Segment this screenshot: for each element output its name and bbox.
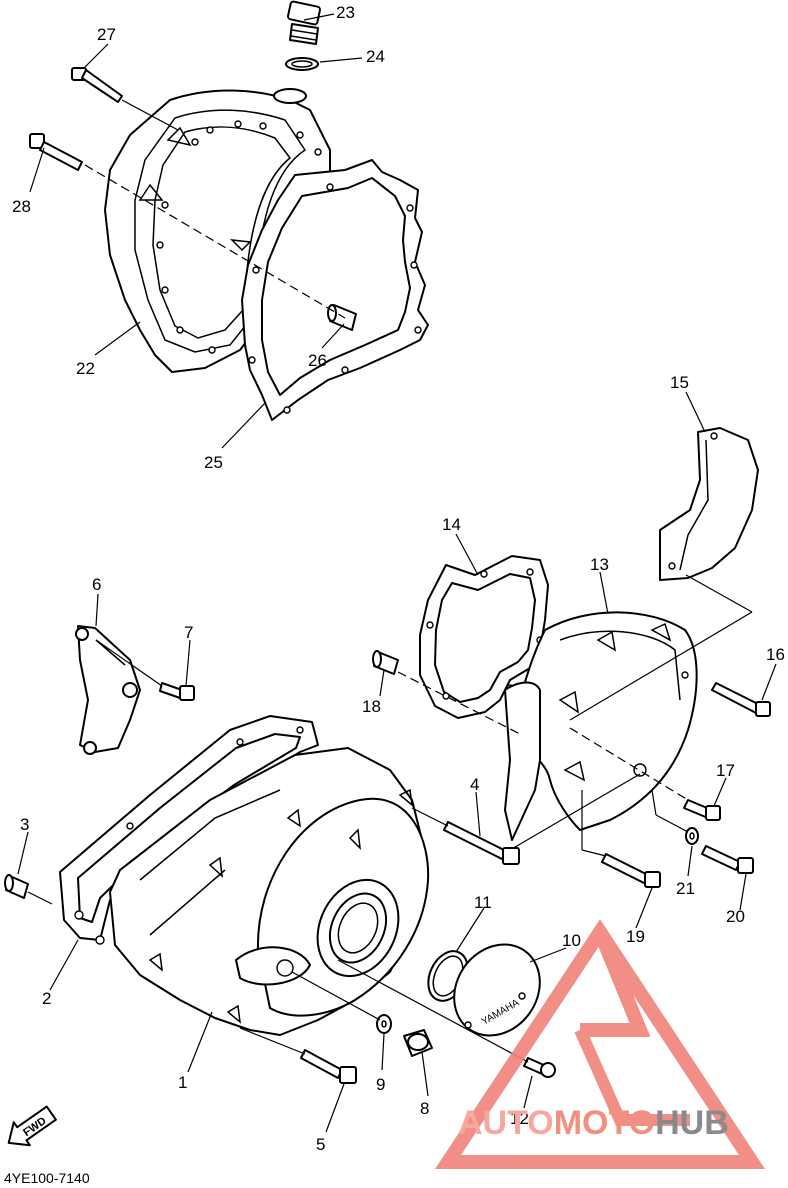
label-11: 11 [474,893,492,912]
cover-13 [504,611,698,841]
plug-3 [4,874,29,899]
bolt-17 [683,799,721,821]
fwd-arrow: FWD [7,1105,57,1147]
watermark-moto: MOTO [553,1104,656,1142]
label-25: 25 [204,453,223,472]
label-17: 17 [716,761,735,780]
label-26: 26 [308,351,327,370]
label-18: 18 [362,697,381,716]
label-7: 7 [184,623,193,642]
label-28: 28 [12,197,31,216]
gasket-14 [419,555,549,719]
screw-12 [523,1057,556,1078]
housing-gasket-25 [241,159,429,421]
cover-cap-10: YAMAHA [453,943,541,1037]
label-22: 22 [76,359,95,378]
bolt-27 [71,67,123,103]
bolt-28 [29,133,83,171]
oil-filler-plug-23 [287,0,321,45]
label-24: 24 [366,47,385,66]
label-20: 20 [726,907,745,926]
label-1: 1 [178,1073,187,1092]
part-number-labels: 23 24 27 28 22 26 25 15 14 13 16 18 17 2… [12,3,785,1154]
label-16: 16 [766,645,785,664]
watermark-text: AUTOMOTOHUB [458,1104,729,1143]
leader-lines [17,13,777,1133]
bracket-6 [75,625,141,755]
label-8: 8 [420,1099,429,1118]
crankcase-cover-1 [95,747,430,1036]
watermark-hub: HUB [655,1104,729,1142]
guard-15 [659,427,759,581]
bolt-16 [711,682,771,717]
label-12: 12 [510,1109,529,1128]
washer-21 [685,827,699,845]
bolt-20 [701,845,754,874]
label-9: 9 [376,1075,385,1094]
label-4: 4 [470,775,479,794]
label-23: 23 [336,3,355,22]
watermark-auto: AUTO [458,1104,554,1142]
plug-8 [403,1029,433,1057]
label-5: 5 [316,1135,325,1154]
label-13: 13 [590,555,609,574]
label-14: 14 [442,515,461,534]
label-27: 27 [97,25,116,44]
label-10: 10 [562,931,581,950]
washer-9 [376,1014,392,1034]
label-6: 6 [92,575,101,594]
o-ring-24 [285,57,319,71]
bolt-19 [601,853,661,888]
bolt-5 [300,1049,357,1084]
crankcase-housing-22 [104,88,331,373]
label-15: 15 [670,373,689,392]
bolt-4 [443,821,520,865]
label-3: 3 [20,815,29,834]
label-21: 21 [676,879,695,898]
dowel-pin-18 [372,650,399,675]
bolt-7 [159,682,195,701]
label-2: 2 [42,989,51,1008]
label-19: 19 [626,927,645,946]
watermark-logo [434,919,766,1169]
diagram-code: 4YE100-7140 [4,1170,90,1186]
